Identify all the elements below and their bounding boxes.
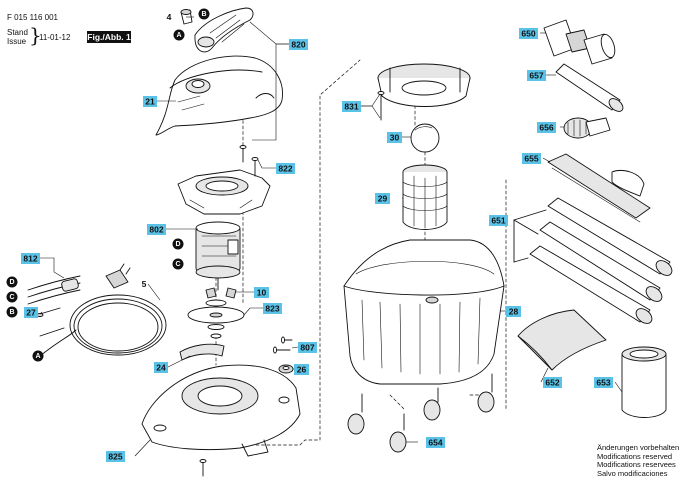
part-label-653: 653 bbox=[596, 378, 610, 388]
part-label-5: 5 bbox=[142, 279, 147, 289]
part-label-655: 655 bbox=[524, 154, 538, 164]
part-cartridge-filter bbox=[621, 346, 667, 418]
part-float-ball bbox=[410, 123, 440, 153]
part-container bbox=[343, 239, 505, 385]
part-brackets bbox=[205, 287, 237, 299]
part-label-651: 651 bbox=[491, 216, 505, 226]
part-labels: 820 4 21 822 802 812 5 27 10 823 807 24 … bbox=[21, 12, 613, 462]
part-label-10: 10 bbox=[257, 288, 267, 298]
note-line: Modifications reserved bbox=[597, 451, 673, 461]
part-label-820: 820 bbox=[291, 40, 305, 50]
callout-a: A bbox=[176, 32, 181, 39]
part-hose-connector bbox=[543, 19, 616, 65]
part-impeller bbox=[187, 299, 245, 339]
issue-date: 11-01-12 bbox=[39, 33, 71, 42]
note-line: Salvo modificaciones bbox=[597, 468, 668, 478]
part-floor-nozzle bbox=[547, 153, 651, 223]
part-label-652: 652 bbox=[545, 378, 559, 388]
part-label-807: 807 bbox=[300, 343, 314, 353]
part-motor-housing-upper bbox=[177, 157, 271, 215]
callout-b: B bbox=[9, 309, 14, 316]
part-label-26: 26 bbox=[297, 365, 307, 375]
part-filter-holder bbox=[377, 63, 471, 121]
part-nut bbox=[278, 364, 294, 374]
part-screws-807 bbox=[273, 336, 293, 354]
note-line: Modifications reservees bbox=[597, 460, 676, 470]
part-motor bbox=[195, 221, 241, 291]
issue-label: Issue bbox=[7, 37, 27, 46]
document-number: F 015 116 001 bbox=[7, 13, 59, 22]
callout-d: D bbox=[9, 279, 14, 286]
part-power-cable bbox=[39, 263, 167, 357]
part-screw-cover bbox=[239, 145, 247, 163]
part-label-654: 654 bbox=[428, 438, 442, 448]
part-seal bbox=[179, 343, 225, 361]
part-label-812: 812 bbox=[23, 254, 37, 264]
part-label-802: 802 bbox=[149, 225, 163, 235]
callout-c: C bbox=[9, 294, 14, 301]
part-label-657: 657 bbox=[529, 71, 543, 81]
part-label-4: 4 bbox=[167, 12, 172, 22]
part-label-650: 650 bbox=[521, 29, 535, 39]
part-label-24: 24 bbox=[156, 363, 166, 373]
part-label-825: 825 bbox=[108, 452, 122, 462]
modification-notes: Änderungen vorbehalten Modifications res… bbox=[597, 443, 680, 478]
part-label-29: 29 bbox=[378, 194, 388, 204]
callout-markers: B A D C D C B A bbox=[6, 8, 210, 362]
callout-b: B bbox=[201, 11, 206, 18]
stand-label: Stand bbox=[7, 28, 28, 37]
part-label-21: 21 bbox=[145, 97, 155, 107]
part-label-656: 656 bbox=[539, 123, 553, 133]
part-extension-tubes bbox=[513, 197, 673, 324]
part-label-823: 823 bbox=[265, 304, 279, 314]
part-extension-tube bbox=[555, 63, 624, 112]
part-filter-bag bbox=[517, 309, 607, 371]
note-line: Änderungen vorbehalten bbox=[597, 443, 680, 452]
part-castors bbox=[347, 373, 495, 453]
callout-d: D bbox=[175, 241, 180, 248]
part-label-27: 27 bbox=[26, 308, 36, 318]
callout-a: A bbox=[35, 353, 40, 360]
part-brush-nozzle bbox=[563, 117, 611, 139]
leader-lines bbox=[39, 16, 623, 457]
part-label-831: 831 bbox=[344, 102, 358, 112]
callout-c: C bbox=[175, 261, 180, 268]
part-label-30: 30 bbox=[390, 133, 400, 143]
part-label-28: 28 bbox=[509, 307, 519, 317]
part-base-housing bbox=[141, 364, 301, 477]
part-switch-cables bbox=[27, 275, 81, 337]
part-filter-cage bbox=[402, 164, 448, 230]
part-label-822: 822 bbox=[278, 164, 292, 174]
part-top-cover bbox=[155, 55, 283, 136]
figure-label: Fig./Abb. 1 bbox=[87, 31, 131, 43]
brace-symbol: } bbox=[29, 23, 42, 47]
